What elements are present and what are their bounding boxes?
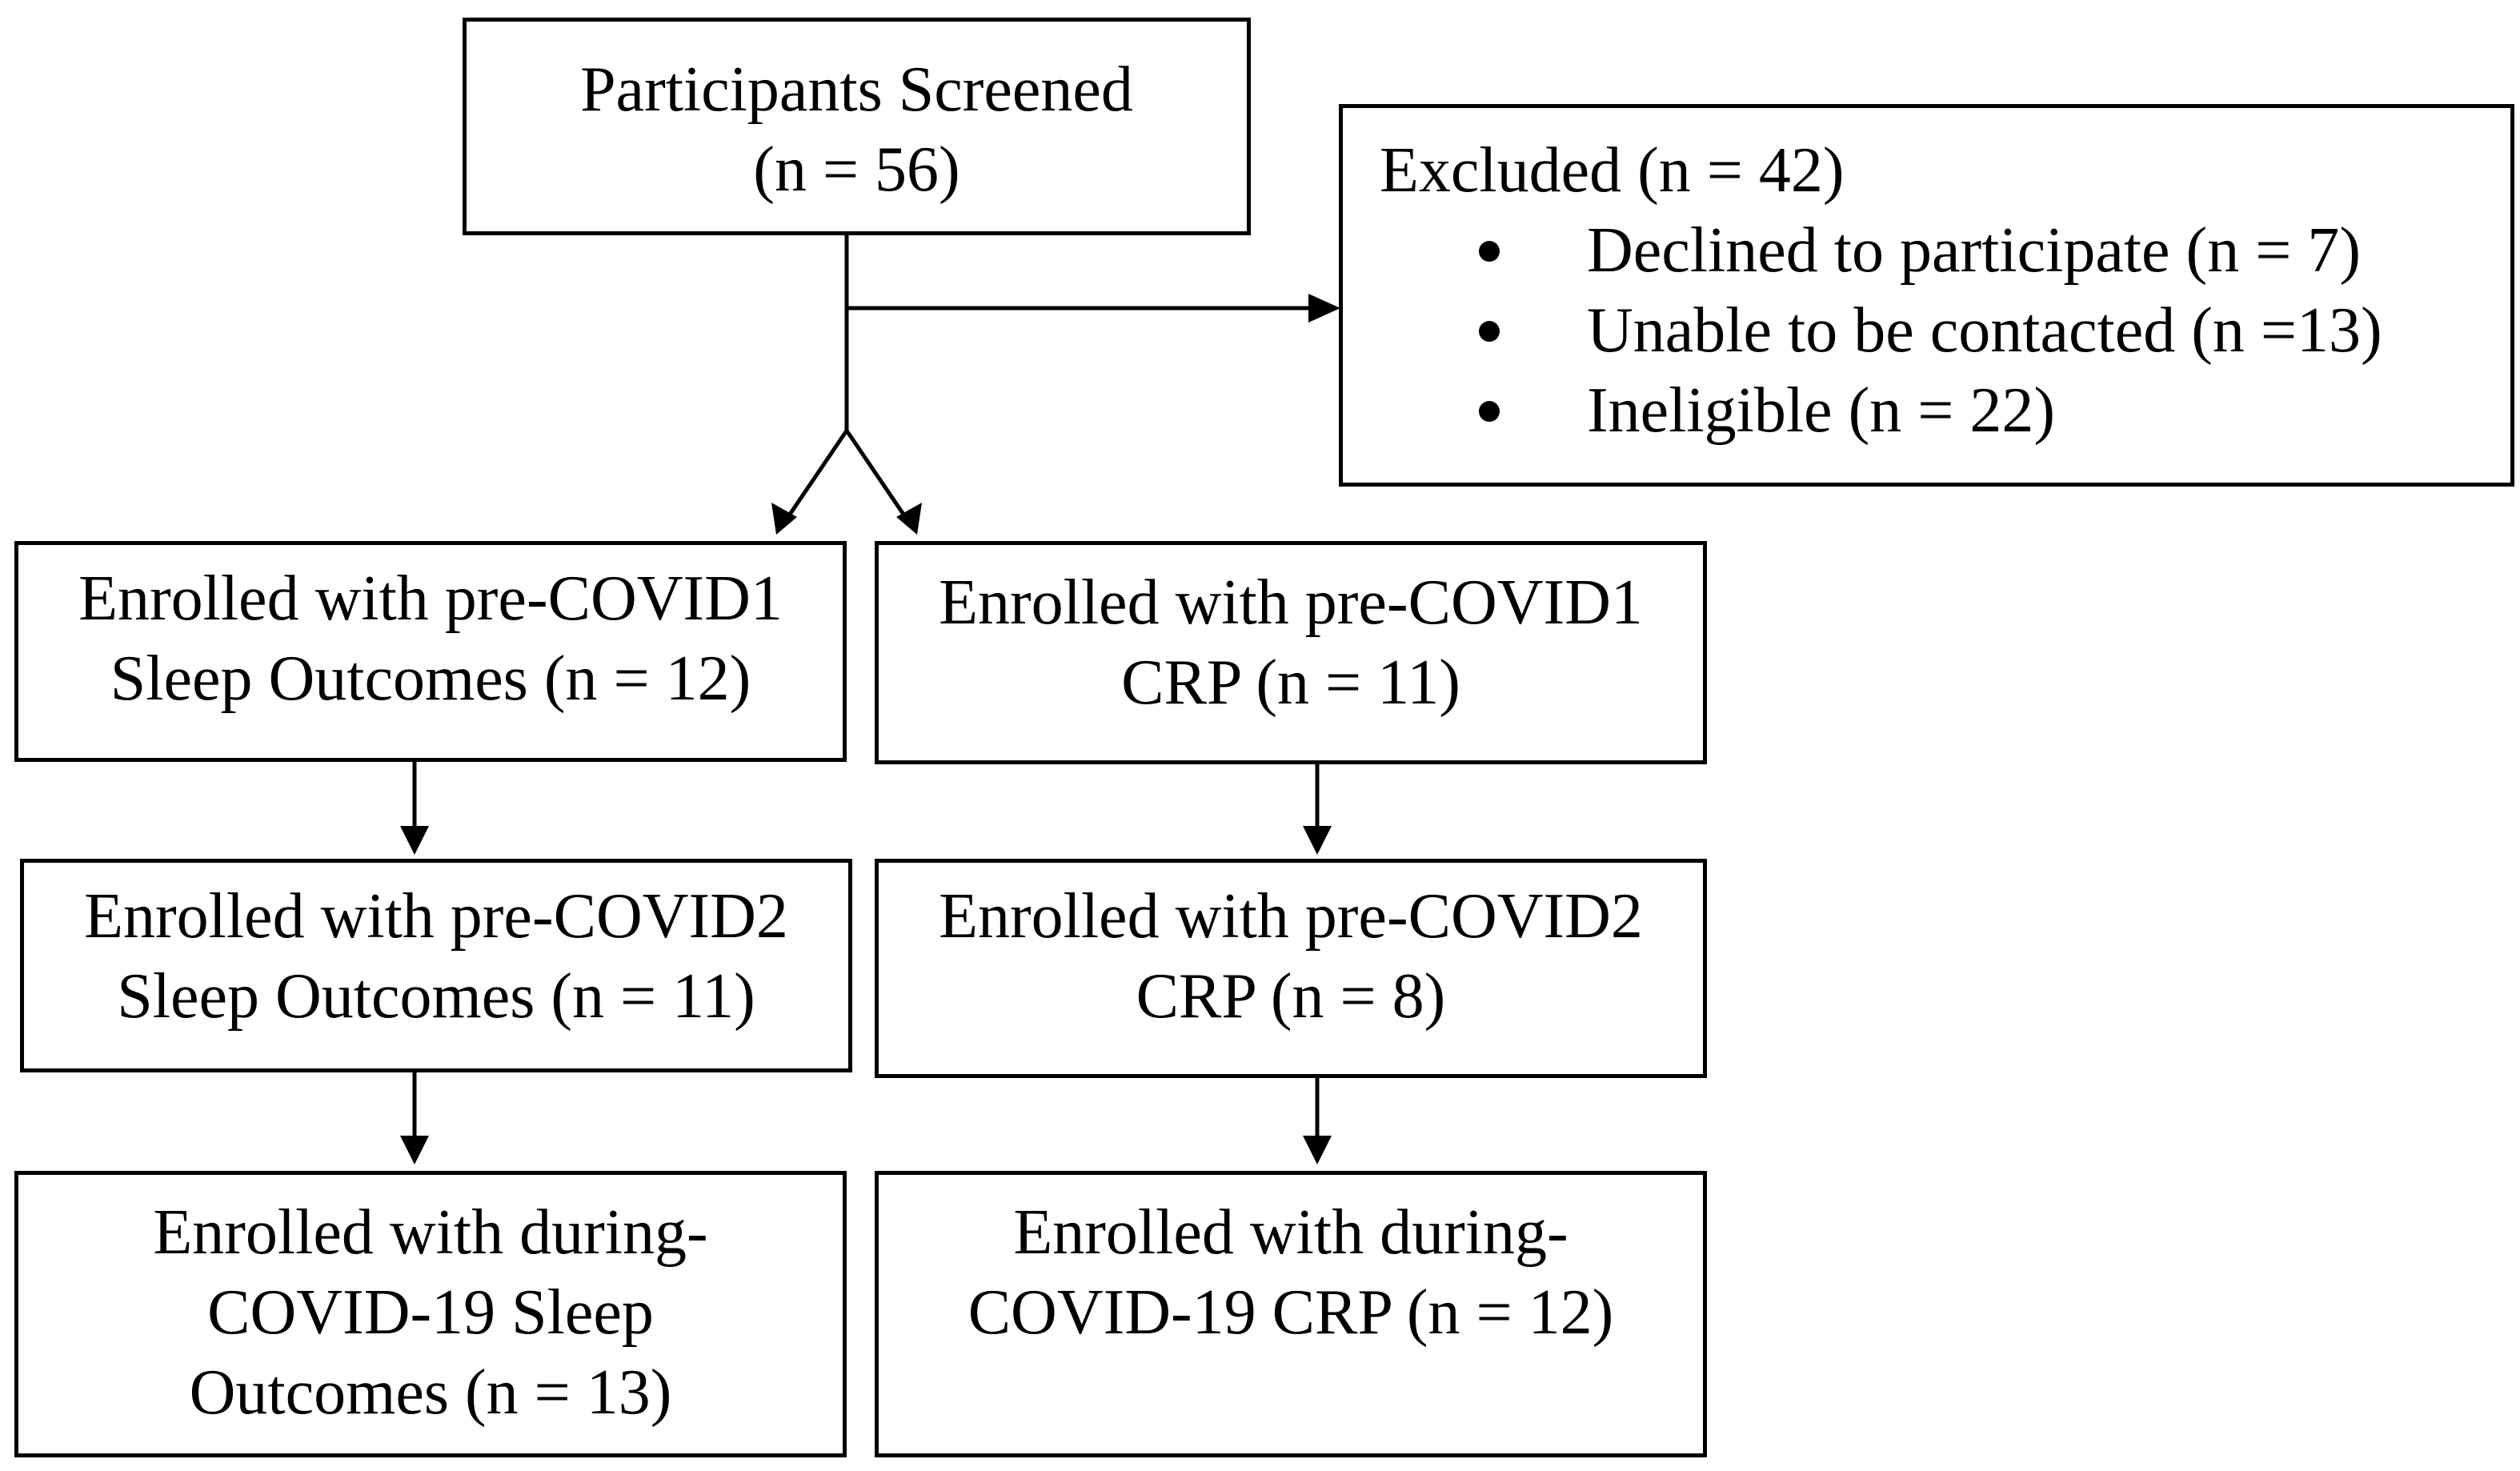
sleep-pre2-line-2: Sleep Outcomes (n = 11) [117, 961, 755, 1032]
sleep-pre2-text: Enrolled with pre-COVID2 Sleep Outcomes … [24, 876, 848, 1036]
sleep-during-box: Enrolled with during- COVID-19 Sleep Out… [14, 1171, 847, 1457]
excluded-item-uncontacted: Unable to be contacted (n =13) [1479, 291, 2382, 371]
crp-pre1-text: Enrolled with pre-COVID1 CRP (n = 11) [879, 563, 1703, 723]
excluded-item-declined: Declined to participate (n = 7) [1479, 210, 2382, 291]
crp-arrowhead-1 [1303, 826, 1332, 855]
excluded-item-label: Ineligible (n = 22) [1587, 375, 2055, 446]
sleep-during-line-2: COVID-19 Sleep [207, 1277, 654, 1348]
bullet-icon [1479, 401, 1500, 422]
excluded-box: Excluded (n = 42) Declined to participat… [1339, 104, 2514, 487]
split-left-arrowhead [771, 503, 797, 535]
excluded-item-label: Declined to participate (n = 7) [1587, 215, 2361, 286]
sleep-arrowhead-2 [400, 1136, 429, 1164]
sleep-arrowhead-1 [400, 826, 429, 855]
split-right-arrowhead [896, 503, 922, 535]
sleep-pre2-line-1: Enrolled with pre-COVID2 [84, 881, 788, 952]
crp-pre1-box: Enrolled with pre-COVID1 CRP (n = 11) [875, 541, 1707, 764]
crp-arrowhead-2 [1303, 1136, 1332, 1164]
excluded-item-label: Unable to be contacted (n =13) [1587, 295, 2382, 366]
excluded-item-ineligible: Ineligible (n = 22) [1479, 371, 2382, 451]
sleep-pre1-line-1: Enrolled with pre-COVID1 [78, 563, 783, 634]
sleep-pre2-box: Enrolled with pre-COVID2 Sleep Outcomes … [20, 859, 852, 1072]
crp-pre1-line-1: Enrolled with pre-COVID1 [939, 567, 1643, 638]
screened-line-1: Participants Screened [580, 54, 1133, 125]
sleep-pre1-text: Enrolled with pre-COVID1 Sleep Outcomes … [18, 559, 843, 719]
screened-text: Participants Screened (n = 56) [467, 50, 1247, 210]
sleep-during-text: Enrolled with during- COVID-19 Sleep Out… [18, 1192, 843, 1433]
crp-pre2-box: Enrolled with pre-COVID2 CRP (n = 8) [875, 859, 1707, 1078]
bullet-icon [1479, 241, 1500, 262]
crp-pre2-text: Enrolled with pre-COVID2 CRP (n = 8) [879, 876, 1703, 1036]
excluded-list: Declined to participate (n = 7) Unable t… [1479, 210, 2382, 451]
bullet-icon [1479, 321, 1500, 342]
sleep-pre1-line-2: Sleep Outcomes (n = 12) [110, 643, 751, 714]
split-right-line [844, 429, 910, 522]
crp-during-line-1: Enrolled with during- [1013, 1197, 1568, 1268]
crp-during-box: Enrolled with during- COVID-19 CRP (n = … [875, 1171, 1707, 1457]
crp-pre2-line-1: Enrolled with pre-COVID2 [939, 881, 1643, 952]
screened-line-2: (n = 56) [753, 134, 960, 205]
screened-box: Participants Screened (n = 56) [463, 18, 1251, 235]
sleep-during-line-3: Outcomes (n = 13) [189, 1357, 672, 1428]
crp-pre1-line-2: CRP (n = 11) [1121, 647, 1460, 718]
excluded-arrowhead [1308, 294, 1340, 323]
split-left-line [783, 429, 849, 522]
crp-pre2-line-2: CRP (n = 8) [1136, 961, 1446, 1032]
excluded-title: Excluded (n = 42) [1380, 135, 1845, 206]
sleep-pre1-box: Enrolled with pre-COVID1 Sleep Outcomes … [14, 541, 847, 762]
sleep-during-line-1: Enrolled with during- [153, 1197, 708, 1268]
crp-during-line-2: COVID-19 CRP (n = 12) [968, 1277, 1614, 1348]
crp-during-text: Enrolled with during- COVID-19 CRP (n = … [879, 1192, 1703, 1353]
